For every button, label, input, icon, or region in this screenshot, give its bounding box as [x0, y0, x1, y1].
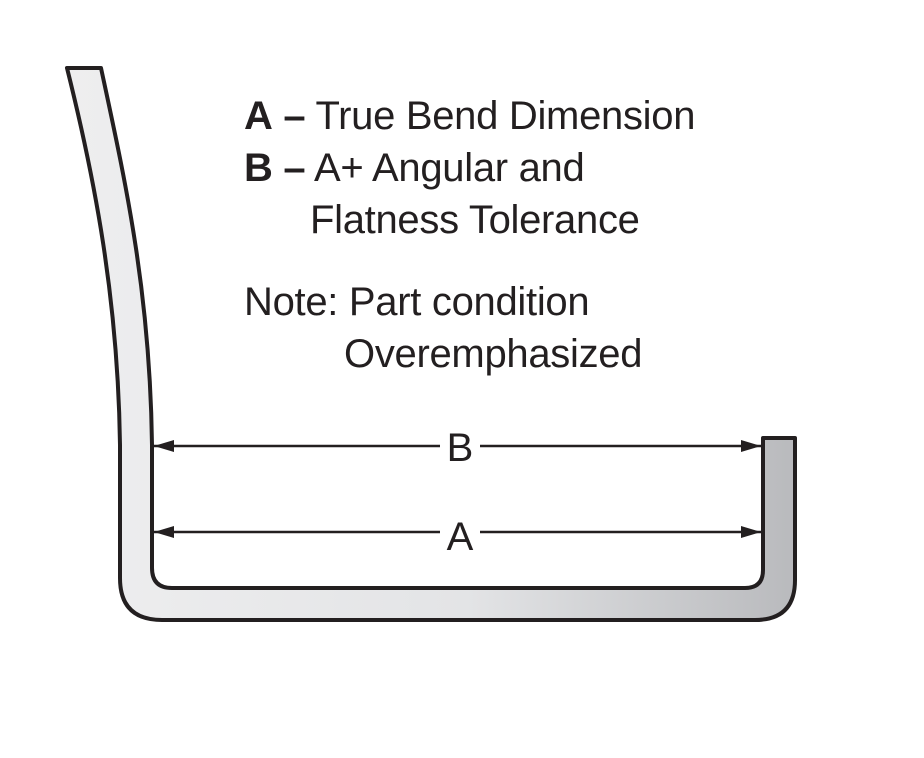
- bent-part-profile: [65, 66, 797, 622]
- dimension-a-label: A: [447, 515, 474, 559]
- dimension-b-label: B: [447, 426, 474, 470]
